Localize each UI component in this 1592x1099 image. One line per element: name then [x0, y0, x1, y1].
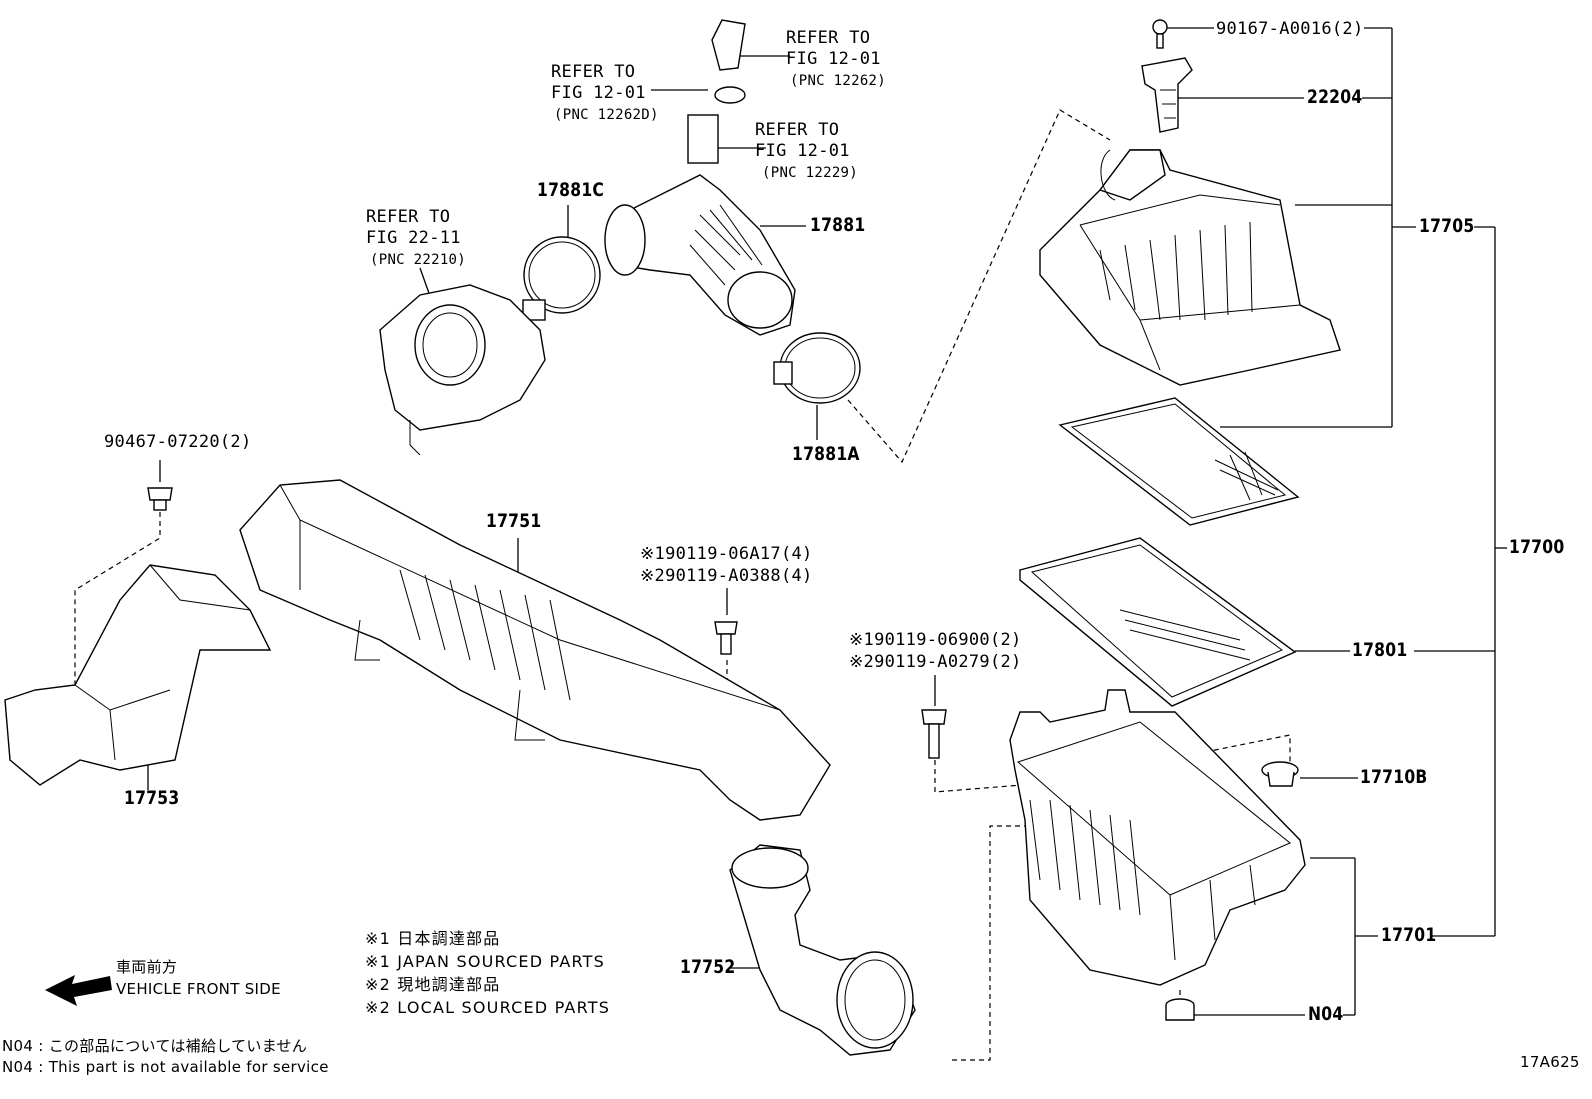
legend-japan-jp: ※1 日本調達部品 [365, 929, 501, 948]
part-17701: 17701 [1381, 924, 1437, 946]
ref-12262d-line2: FIG 12-01 [551, 83, 646, 103]
ref-12262-line1: REFER TO [786, 28, 871, 48]
air-cleaner-cap-17705 [1039, 149, 1341, 386]
front-side-en: VEHICLE FRONT SIDE [116, 980, 281, 998]
throttle-body [379, 284, 546, 456]
duct-17753 [4, 564, 272, 786]
grommet-17710b [1261, 761, 1299, 787]
part-17881c: 17881C [537, 179, 605, 201]
part-17752: 17752 [680, 956, 736, 978]
footnote-en: N04 : This part is not available for ser… [2, 1058, 329, 1076]
hose-fitting [687, 19, 746, 164]
bolt-90119-06900 [921, 709, 947, 759]
legend-local-jp: ※2 現地調達部品 [365, 975, 501, 994]
part-90167: 90167-A0016(2) [1216, 19, 1364, 39]
intake-duct-17751 [239, 479, 831, 821]
part-17705: 17705 [1419, 215, 1475, 237]
part-90119-a0388: ※290119-A0388(4) [640, 566, 813, 586]
part-17751: 17751 [486, 510, 542, 532]
part-17700: 17700 [1509, 536, 1565, 558]
footnote-jp: N04 : この部品については補給していません [2, 1037, 308, 1055]
clamp-17881c [522, 236, 601, 321]
part-17881: 17881 [810, 214, 866, 236]
ref-12229-line2: FIG 12-01 [755, 141, 850, 161]
ref-12262d-line3: (PNC 12262D) [554, 107, 659, 123]
front-arrow-icon [45, 975, 112, 1006]
screw-90467 [147, 487, 173, 511]
ref-12262d-line1: REFER TO [551, 62, 636, 82]
part-90119-06a17: ※190119-06A17(4) [640, 544, 813, 564]
sensor-22204 [1141, 57, 1193, 133]
ref-22210-line2: FIG 22-11 [366, 228, 461, 248]
ref-12262-line3: (PNC 12262) [790, 73, 887, 89]
diagram-id: 17A625 [1520, 1053, 1580, 1071]
part-90119-06900: ※190119-06900(2) [849, 630, 1022, 650]
part-n04: N04 [1308, 1003, 1344, 1025]
part-17881a: 17881A [792, 443, 860, 465]
clamp-17881a [773, 332, 861, 404]
part-17710b: 17710B [1360, 766, 1428, 788]
part-17801: 17801 [1352, 639, 1408, 661]
hose-17752 [729, 844, 916, 1056]
gasket [1058, 397, 1300, 526]
ref-12229-line1: REFER TO [755, 120, 840, 140]
filter-element-17801 [1019, 537, 1297, 707]
part-22204: 22204 [1307, 86, 1363, 108]
front-side-jp: 車両前方 [116, 958, 178, 976]
bolt-90119-06a17 [714, 621, 738, 655]
ref-22210-line3: (PNC 22210) [370, 252, 467, 268]
ref-12229-line3: (PNC 12229) [762, 165, 859, 181]
air-cleaner-case-17701 [1009, 689, 1306, 986]
screw-90167 [1152, 19, 1168, 49]
leader-lines [147, 27, 1507, 1016]
part-90467: 90467-07220(2) [104, 432, 252, 452]
ref-22210-line1: REFER TO [366, 207, 451, 227]
part-17753: 17753 [124, 787, 180, 809]
hose-17881 [604, 174, 796, 336]
ref-12262-line2: FIG 12-01 [786, 49, 881, 69]
legend-local-en: ※2 LOCAL SOURCED PARTS [365, 998, 611, 1017]
grommet-n04 [1165, 998, 1195, 1021]
legend-japan-en: ※1 JAPAN SOURCED PARTS [365, 952, 606, 971]
part-90119-a0279: ※290119-A0279(2) [849, 652, 1022, 672]
